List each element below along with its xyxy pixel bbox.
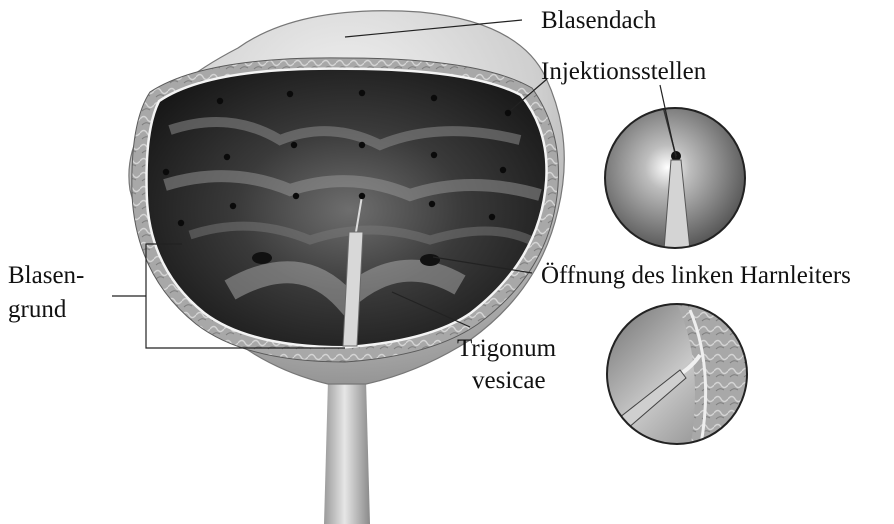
injection-site <box>224 154 230 160</box>
label-blasengrund-line1: Blasen- <box>8 262 84 290</box>
injection-site <box>489 214 495 220</box>
label-oeffnung-harnleiter: Öffnung des linken Harnleiters <box>541 262 851 290</box>
label-blasengrund-line2: grund <box>8 296 66 324</box>
urethra <box>324 380 370 524</box>
label-injektionsstellen: Injektionsstellen <box>541 58 706 86</box>
injection-site <box>505 110 511 116</box>
injection-site <box>291 142 297 148</box>
label-blasendach: Blasendach <box>541 7 656 35</box>
injection-site <box>429 201 435 207</box>
injection-site <box>500 167 506 173</box>
label-trigonum-line2: vesicae <box>472 367 546 395</box>
injection-site <box>178 220 184 226</box>
inset-ureter-detail <box>600 300 750 450</box>
injection-site <box>163 169 169 175</box>
injection-site <box>431 152 437 158</box>
inset-injection-detail <box>600 95 750 250</box>
injection-site <box>359 90 365 96</box>
injection-site <box>287 91 293 97</box>
injection-site <box>217 98 223 104</box>
injection-site <box>359 193 365 199</box>
label-trigonum-line1: Trigonum <box>457 335 556 363</box>
injection-site <box>431 95 437 101</box>
injection-site <box>230 203 236 209</box>
injection-site <box>293 193 299 199</box>
injection-site <box>359 142 365 148</box>
